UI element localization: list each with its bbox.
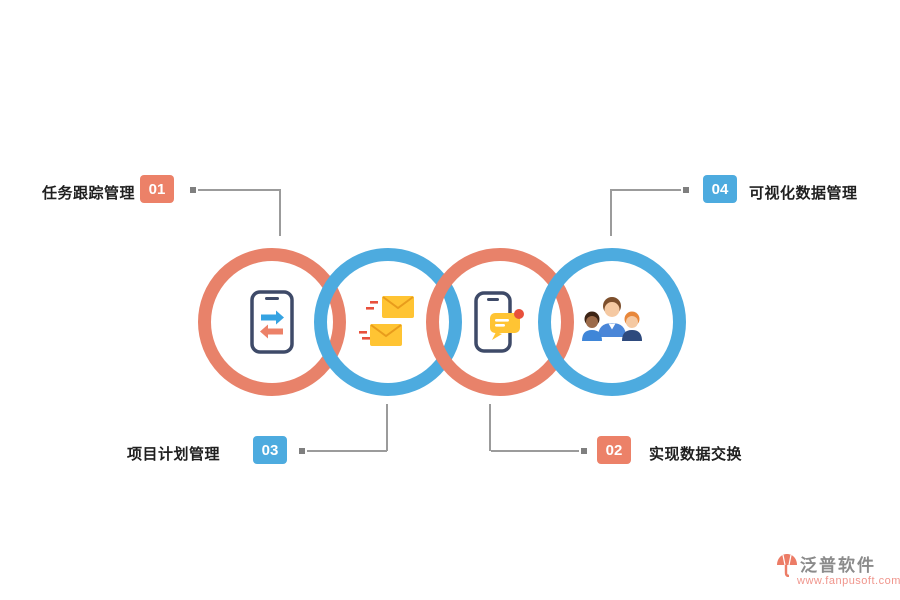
connector-dot: [581, 448, 587, 454]
badge-01: 01: [140, 175, 174, 203]
connector-line-horizontal: [491, 450, 579, 452]
label-data-visualization: 可视化数据管理: [749, 185, 858, 202]
badge-03: 03: [253, 436, 287, 464]
label-task-tracking: 任务跟踪管理: [42, 185, 136, 202]
connector-dot: [683, 187, 689, 193]
badge-04: 04: [703, 175, 737, 203]
connector-line-horizontal: [611, 189, 681, 191]
connector-line-vertical: [279, 189, 281, 236]
fanpu-logo-icon: [776, 553, 798, 582]
connector-line-vertical: [386, 404, 388, 451]
brand-website: www.fanpusoft.com: [797, 575, 900, 587]
phone-transfer-icon: [250, 290, 294, 359]
connector-dot: [190, 187, 196, 193]
connector-line-horizontal: [198, 189, 280, 191]
label-data-exchange: 实现数据交换: [649, 446, 743, 463]
label-project-planning: 项目计划管理: [127, 446, 221, 463]
mail-send-icon: [358, 293, 418, 356]
connector-line-horizontal: [307, 450, 387, 452]
team-users-icon: [579, 293, 645, 356]
badge-02: 02: [597, 436, 631, 464]
phone-message-icon: [472, 291, 528, 358]
connector-line-vertical: [489, 404, 491, 451]
brand-name: 泛普软件: [800, 556, 876, 575]
connector-line-vertical: [610, 189, 612, 236]
connector-dot: [299, 448, 305, 454]
